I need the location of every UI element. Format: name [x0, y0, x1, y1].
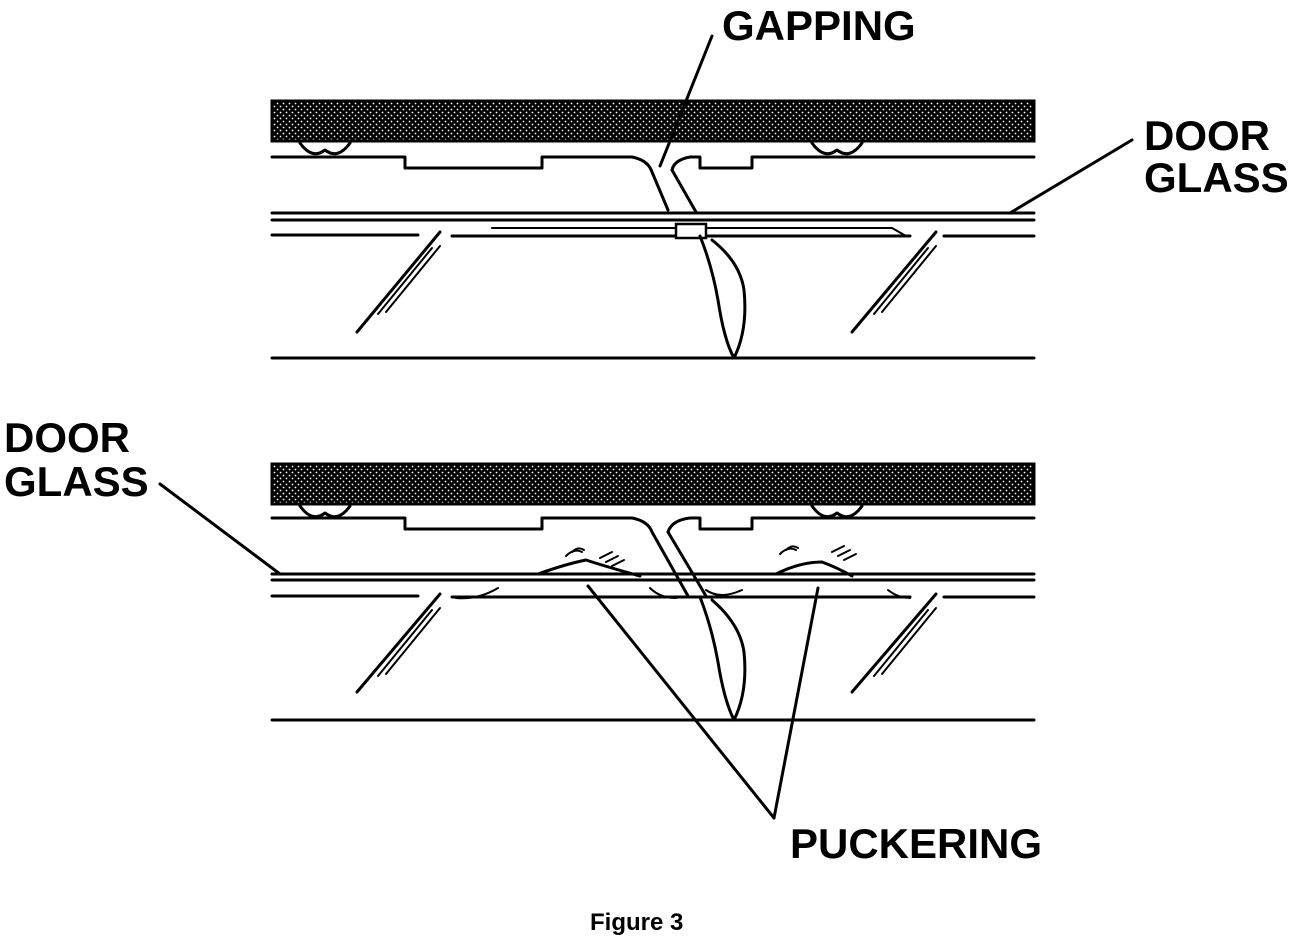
bottom-hatch-right — [850, 592, 938, 694]
top-retainer-line — [270, 155, 670, 212]
bottom-retainer-line — [270, 516, 690, 598]
door-glass-top-label-line2: GLASS — [1144, 154, 1289, 201]
top-panel — [270, 99, 1036, 360]
bottom-rail-curls — [455, 587, 911, 600]
top-clip-right — [810, 141, 864, 156]
top-trim-band — [270, 99, 1036, 143]
pucker-left — [536, 558, 642, 578]
gapping-leader — [658, 34, 714, 168]
pucker-right-marks — [779, 545, 857, 561]
pucker-right — [774, 560, 854, 578]
top-retainer-line-right — [670, 155, 1036, 172]
door-glass-bottom-leader — [158, 482, 282, 576]
top-hatch-left — [355, 230, 442, 334]
bottom-seam — [698, 595, 747, 722]
top-hatch-right — [850, 230, 938, 334]
puckering-leader-right — [772, 586, 820, 820]
door-glass-bottom-label-line1: DOOR — [4, 414, 130, 461]
bottom-clip-right — [810, 504, 864, 519]
top-gap-edge — [670, 168, 698, 214]
top-seam — [698, 234, 747, 360]
top-center-block — [674, 222, 708, 240]
bottom-clip-left — [298, 504, 352, 519]
bottom-gap-edge — [666, 530, 708, 598]
door-glass-top-label-line1: DOOR — [1144, 112, 1270, 159]
bottom-hatch-left — [355, 592, 442, 694]
bottom-trim-band — [270, 462, 1036, 506]
bottom-panel — [270, 462, 1036, 722]
figure-caption: Figure 3 — [590, 909, 683, 936]
gapping-label: GAPPING — [722, 2, 916, 49]
bottom-retainer-line-right — [666, 516, 1036, 534]
door-glass-top-leader — [1008, 138, 1134, 215]
puckering-label: PUCKERING — [790, 820, 1042, 867]
top-clip-left — [298, 141, 352, 156]
door-glass-bottom-label-line2: GLASS — [4, 458, 149, 505]
pucker-left-marks — [565, 547, 625, 567]
puckering-leader-left — [586, 584, 776, 820]
